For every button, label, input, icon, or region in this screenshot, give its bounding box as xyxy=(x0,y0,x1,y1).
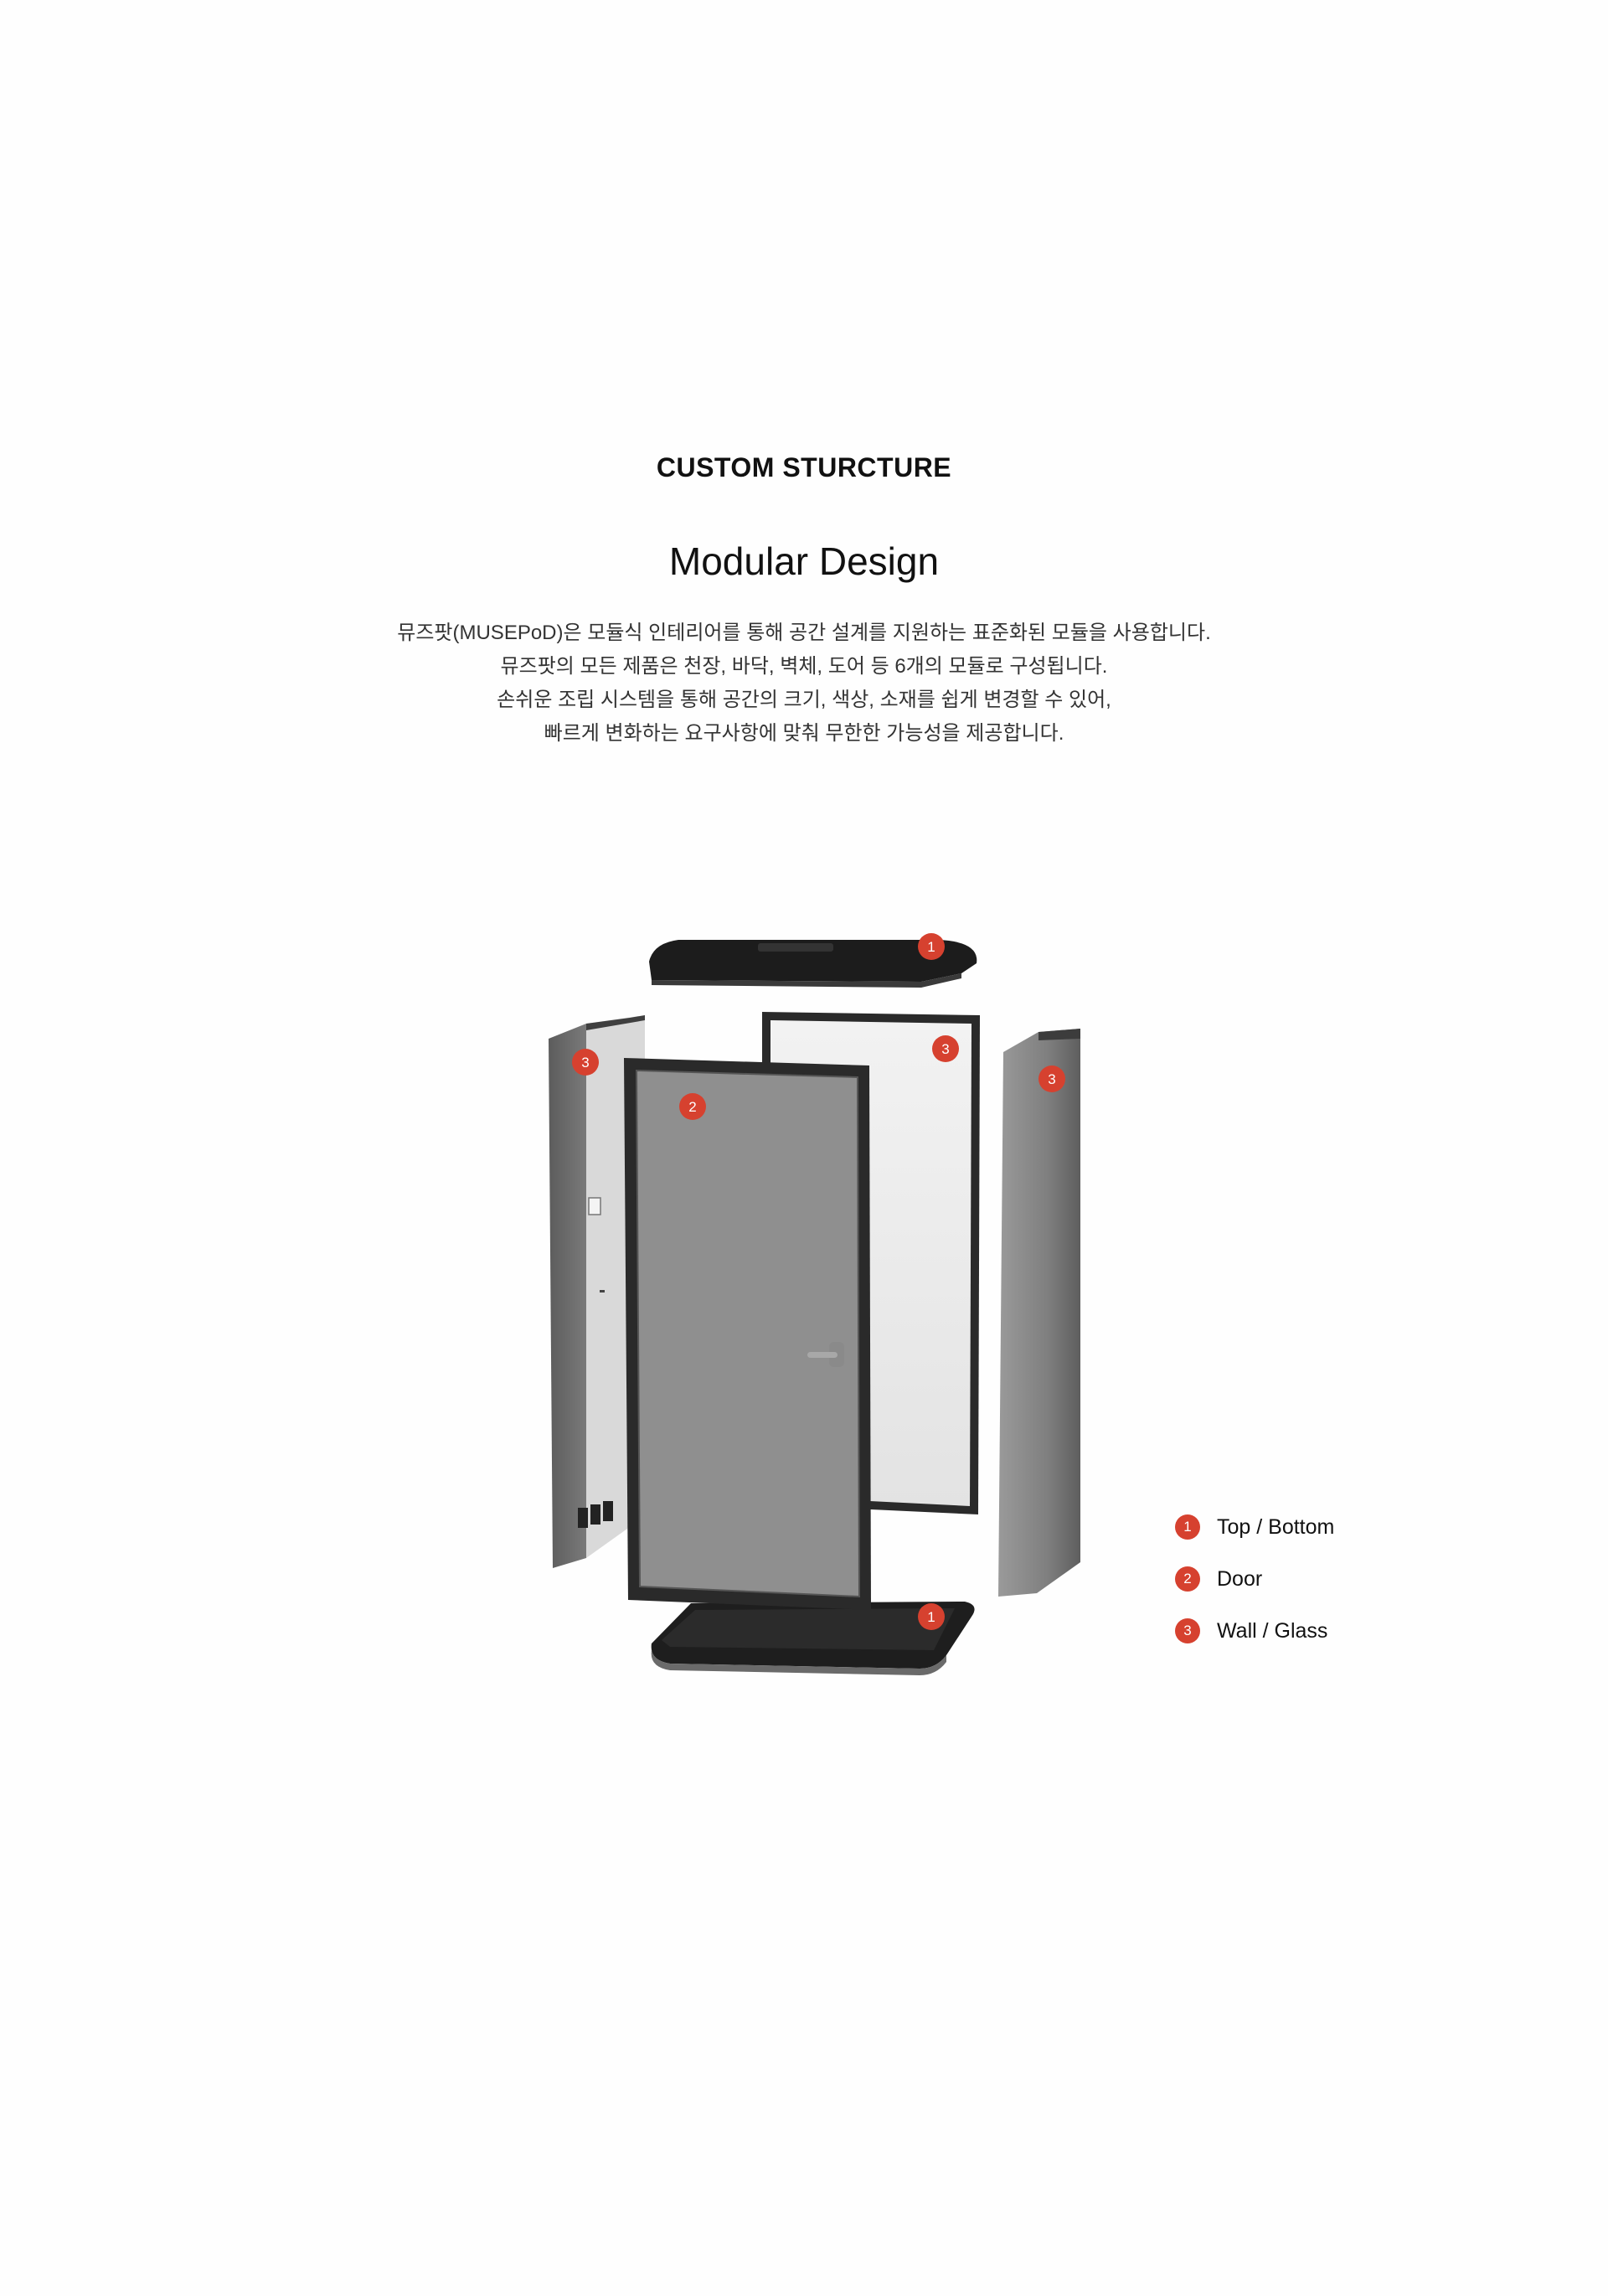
legend-label: Door xyxy=(1217,1566,1263,1591)
legend-item-door: 2 Door xyxy=(1175,1553,1334,1605)
top-panel-vent xyxy=(758,943,833,952)
badge-bottom-number: 1 xyxy=(927,1609,935,1625)
badge-top: 1 xyxy=(918,933,945,960)
page-title: Modular Design xyxy=(668,539,940,583)
badge-left-wall-number: 3 xyxy=(581,1055,589,1071)
section-eyebrow: CUSTOM STURCTURE xyxy=(656,452,952,482)
badge-right-wall-number: 3 xyxy=(1048,1071,1055,1087)
legend-item-top-bottom: 1 Top / Bottom xyxy=(1175,1501,1334,1553)
badge-back-glass: 3 xyxy=(932,1035,959,1062)
badge-door: 2 xyxy=(679,1093,706,1120)
badge-bottom: 1 xyxy=(918,1603,945,1630)
legend: 1 Top / Bottom 2 Door 3 Wall / Glass xyxy=(1175,1501,1334,1657)
badge-back-glass-number: 3 xyxy=(941,1041,949,1057)
description-line: 뮤즈팟의 모든 제품은 천장, 바닥, 벽체, 도어 등 6개의 모듈로 구성됩… xyxy=(500,655,1108,678)
legend-badge: 3 xyxy=(1175,1618,1200,1643)
legend-item-wall-glass: 3 Wall / Glass xyxy=(1175,1605,1334,1657)
door-handle-icon xyxy=(807,1342,844,1367)
badge-top-number: 1 xyxy=(927,939,935,955)
description: 뮤즈팟(MUSEPoD)은 모듈식 인테리어를 통해 공간 설계를 지원하는 표… xyxy=(0,617,1608,751)
legend-label: Top / Bottom xyxy=(1217,1514,1335,1539)
right-wall-panel xyxy=(998,1029,1080,1597)
door-panel xyxy=(624,1058,871,1610)
description-line: 손쉬운 조립 시스템을 통해 공간의 크기, 색상, 소재를 쉽게 변경할 수 … xyxy=(497,689,1111,711)
badge-right-wall: 3 xyxy=(1038,1065,1065,1092)
legend-badge: 2 xyxy=(1175,1566,1200,1592)
top-panel xyxy=(649,940,977,988)
bottom-panel xyxy=(651,1602,975,1675)
legend-badge: 1 xyxy=(1175,1514,1200,1540)
description-line: 빠르게 변화하는 요구사항에 맞춰 무한한 가능성을 제공합니다. xyxy=(544,722,1064,745)
outlet-icon xyxy=(588,1197,601,1215)
switch-icon xyxy=(600,1290,605,1292)
legend-label: Wall / Glass xyxy=(1217,1618,1328,1643)
description-line: 뮤즈팟(MUSEPoD)은 모듈식 인테리어를 통해 공간 설계를 지원하는 표… xyxy=(397,622,1211,644)
badge-left-wall: 3 xyxy=(572,1049,599,1076)
power-sockets-icon xyxy=(578,1501,613,1528)
badge-door-number: 2 xyxy=(688,1099,696,1115)
